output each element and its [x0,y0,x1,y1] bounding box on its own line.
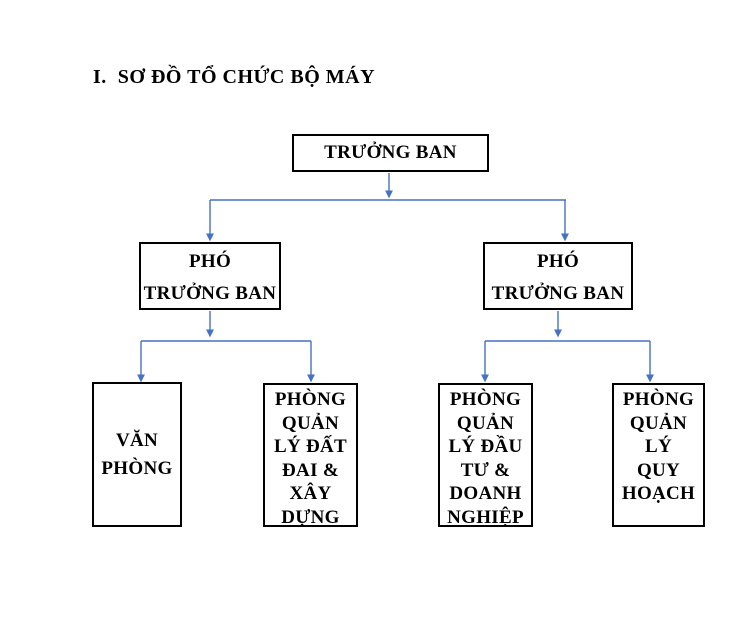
box-truong-ban: TRƯỞNG BAN [292,134,489,172]
box-phong-quan-ly-dat-dai-xay-dung: PHÒNG QUẢN LÝ ĐẤT ĐAI & XÂY DỰNG [263,383,358,528]
box-label-line: ĐAI & [282,459,339,481]
box-label-line: DỰNG [281,506,340,528]
box-phong-quan-ly-dau-tu-doanh-nghiep: PHÒNG QUẢN LÝ ĐẦU TƯ & DOANH NGHIỆP [438,383,533,528]
box-label-line: QUẢN [629,412,688,434]
box-label-line: TRƯỞNG BAN [491,283,625,304]
box-label-line: PHÒNG [449,389,522,410]
box-label-line: LÝ [645,436,672,457]
box-label-line: LÝ ĐẤT [273,436,348,457]
box-label-line: PHÓ [536,251,580,272]
box-label-line: TƯ & [460,459,511,481]
box-label-line: DOANH [449,483,522,504]
box-pho-truong-ban-left: PHÓ TRƯỞNG BAN [139,242,281,310]
box-label-line: HOẠCH [621,483,696,504]
box-label-line: VĂN [115,429,159,451]
box-van-phong: VĂN PHÒNG [92,382,182,527]
box-label-line: QUẢN [281,412,340,434]
page-title: I. SƠ ĐỒ TỔ CHỨC BỘ MÁY [93,66,376,88]
box-label-line: PHÒNG [101,457,173,479]
box-label-line: PHÒNG [622,389,695,410]
box-phong-quan-ly-quy-hoach: PHÒNG QUẢN LÝ QUY HOẠCH [612,383,705,527]
box-label-line: QUẢN [456,412,515,434]
box-label-line: NGHIỆP [447,506,524,528]
box-label-line: TRƯỞNG BAN [143,283,277,304]
box-label: TRƯỞNG BAN [324,142,457,163]
box-label-line: PHÓ [188,251,232,272]
box-label-line: QUY [636,459,681,481]
box-pho-truong-ban-right: PHÓ TRƯỞNG BAN [483,242,633,310]
box-label-line: XÂY [289,483,332,504]
box-label-line: PHÒNG [274,389,347,410]
box-label-line: LÝ ĐẦU [448,436,523,457]
